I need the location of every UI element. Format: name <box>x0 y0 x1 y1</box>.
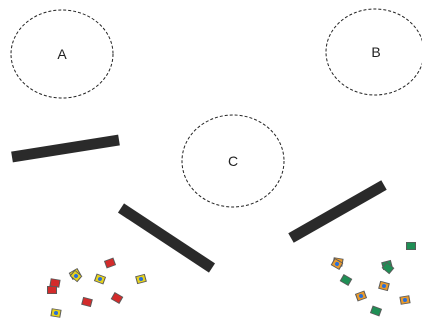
zone-a: A <box>10 9 114 99</box>
robot-orange-4 <box>330 258 344 270</box>
zone-b-outline <box>325 8 422 96</box>
robot-red-0 <box>49 278 61 288</box>
barrier-right <box>288 180 387 243</box>
zone-b: B <box>325 8 422 96</box>
robot-yellow-3 <box>50 308 62 318</box>
zone-c: C <box>181 114 285 208</box>
robot-red-1 <box>103 257 117 269</box>
robot-orange-1 <box>354 290 368 302</box>
robot-red-2 <box>81 296 93 308</box>
robot-green-3 <box>369 305 383 317</box>
robot-green-2 <box>339 274 353 286</box>
robot-red-3 <box>110 292 124 304</box>
robot-red-4 <box>47 286 57 294</box>
zone-c-label: C <box>228 153 238 169</box>
zone-a-label: A <box>57 46 67 62</box>
robot-yellow-1 <box>93 273 107 285</box>
barrier-left <box>11 134 120 163</box>
robot-green-1 <box>406 242 416 250</box>
robot-yellow-2 <box>135 273 147 285</box>
robot-green-4 <box>381 261 395 275</box>
zone-b-label: B <box>371 44 380 60</box>
robot-orange-2 <box>378 280 390 292</box>
robot-orange-3 <box>399 295 411 305</box>
barrier-center <box>117 203 216 273</box>
zone-c-outline <box>181 114 285 208</box>
robot-swarms <box>47 242 416 318</box>
robot-yellow-4 <box>69 269 83 283</box>
zone-a-outline <box>10 9 114 99</box>
